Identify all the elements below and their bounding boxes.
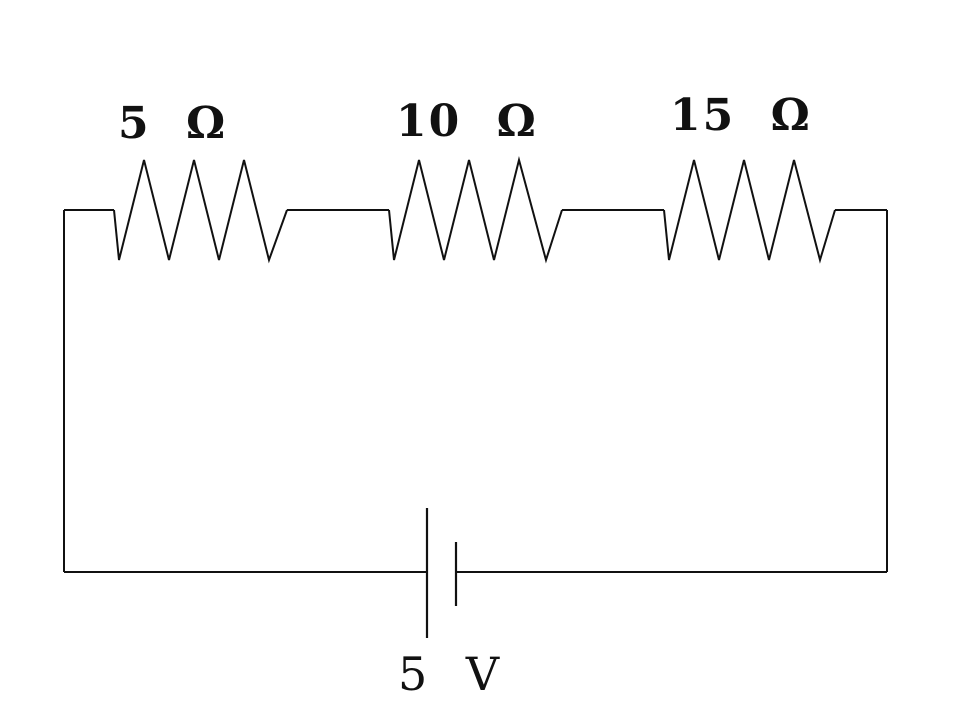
resistor-3-unit: Ω	[771, 90, 812, 141]
resistor-1	[113, 159, 288, 264]
resistor-3	[663, 159, 836, 264]
resistor-2-unit: Ω	[497, 96, 538, 147]
source-unit: V	[465, 647, 507, 701]
source-label: 5 V	[398, 647, 507, 701]
resistor-3-label: 15 Ω	[670, 90, 812, 141]
source-value: 5	[398, 647, 435, 701]
resistor-2-value: 10	[396, 96, 461, 147]
resistor-2	[388, 156, 563, 264]
resistor-2-label: 10 Ω	[396, 96, 538, 147]
resistor-3-value: 15	[670, 90, 735, 141]
resistor-1-label: 5 Ω	[118, 98, 227, 149]
resistor-1-unit: Ω	[186, 98, 227, 149]
resistor-1-value: 5	[118, 98, 151, 149]
